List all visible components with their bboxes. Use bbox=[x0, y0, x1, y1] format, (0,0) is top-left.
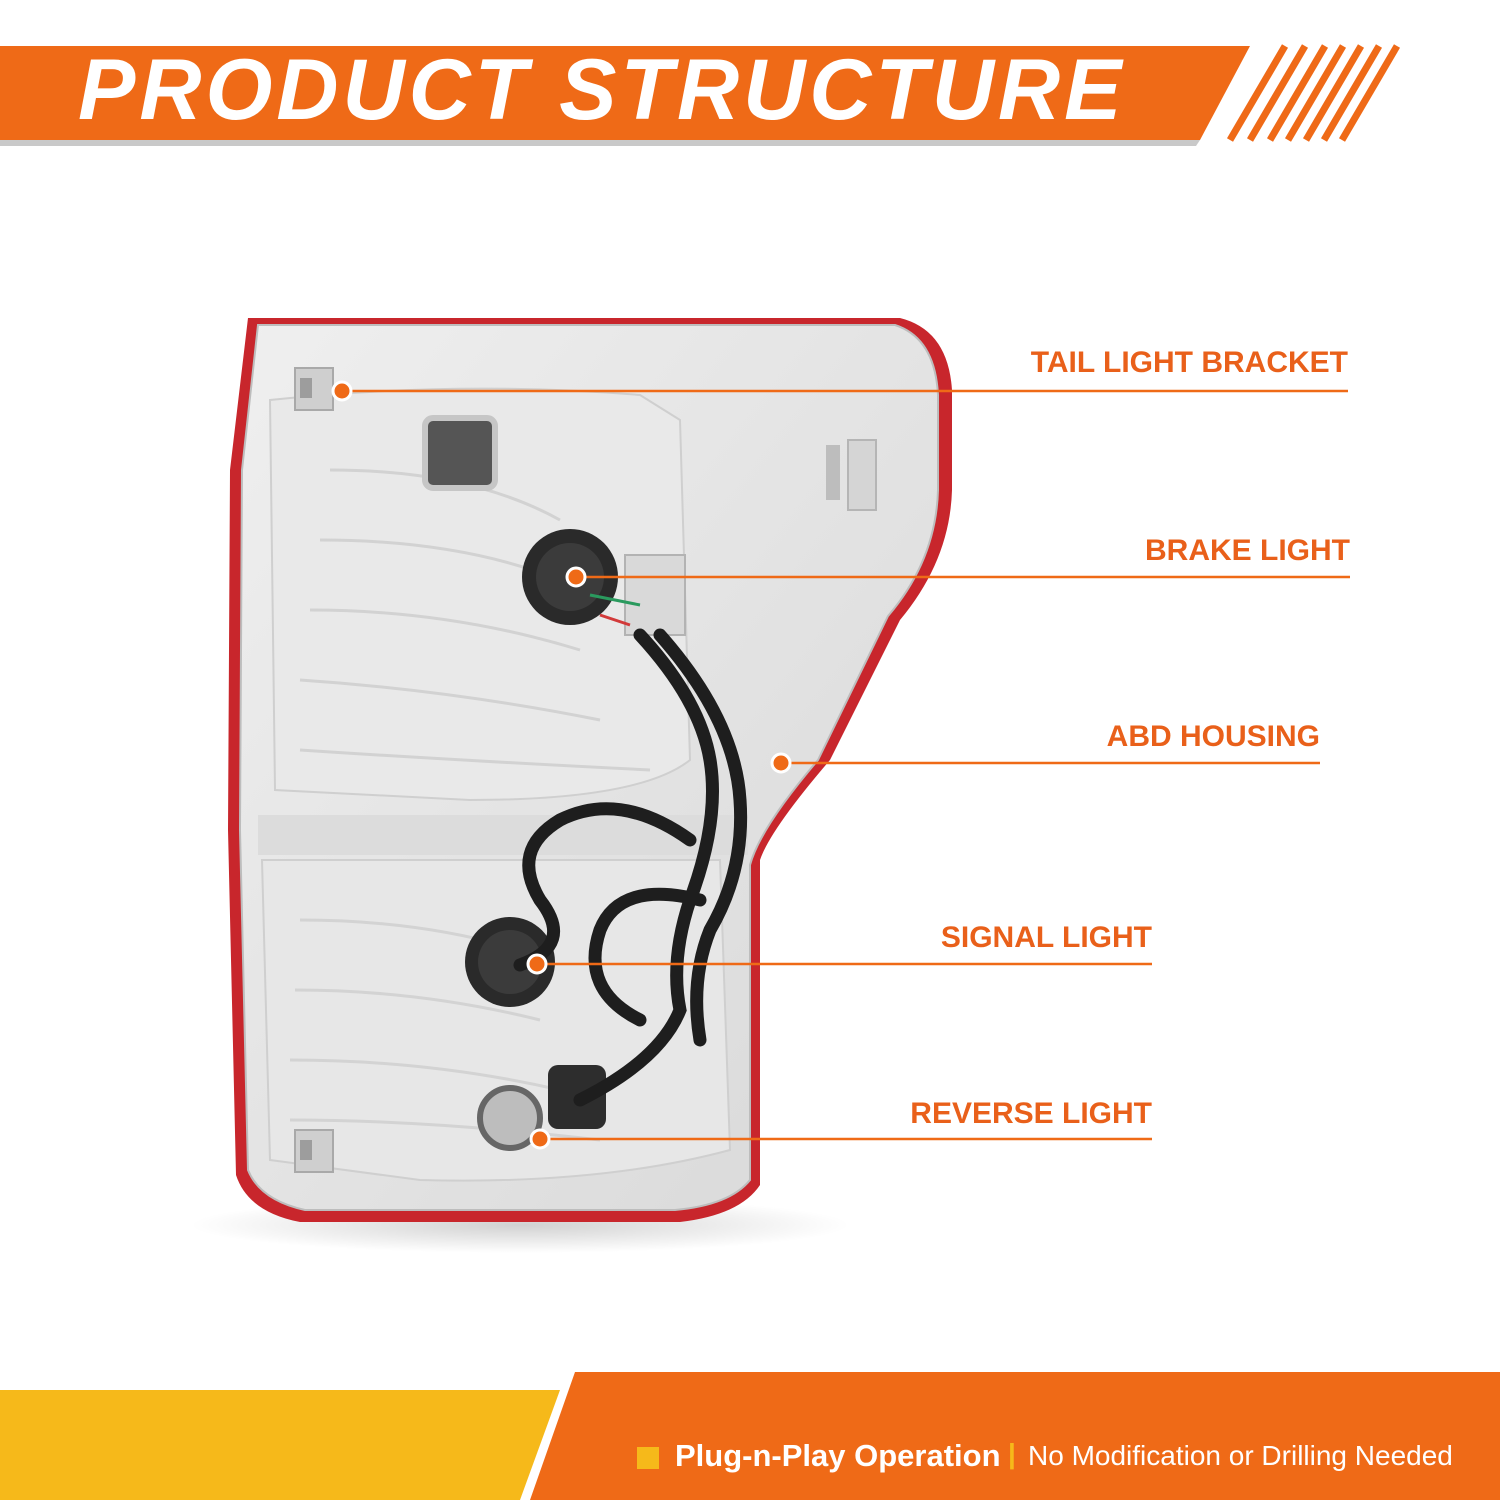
signal-marker bbox=[526, 953, 548, 975]
brake-marker bbox=[565, 566, 587, 588]
callout-abd-housing: ABD HOUSING bbox=[1106, 720, 1320, 753]
housing-marker bbox=[770, 752, 792, 774]
callout-signal-light: SIGNAL LIGHT bbox=[940, 921, 1152, 954]
page-title: PRODUCT STRUCTURE bbox=[78, 42, 1126, 138]
footer-bullet-icon bbox=[637, 1447, 659, 1469]
footer-feature-subtitle: No Modification or Drilling Needed bbox=[1028, 1440, 1453, 1471]
bracket-marker bbox=[331, 380, 353, 402]
footer-feature-title: Plug-n-Play Operation bbox=[675, 1438, 1001, 1473]
header-stripes bbox=[1226, 44, 1401, 142]
callout-brake-light: BRAKE LIGHT bbox=[1145, 534, 1350, 567]
reverse-marker bbox=[529, 1128, 551, 1150]
footer-separator: | bbox=[1008, 1438, 1016, 1469]
callout-reverse-light: REVERSE LIGHT bbox=[910, 1097, 1152, 1130]
callout-tail-light-bracket: TAIL LIGHT BRACKET bbox=[1030, 346, 1348, 379]
